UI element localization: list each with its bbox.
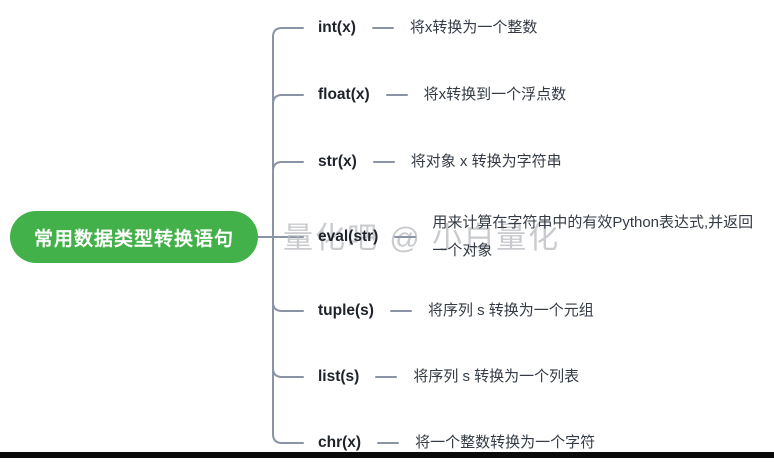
topic-row-list: list(s) 将序列 s 转换为一个列表 [318,363,579,391]
bottom-bar [0,452,774,458]
topic-desc-tuple[interactable]: 将序列 s 转换为一个元组 [427,302,594,319]
topic-desc-float[interactable]: 将x转换到一个浮点数 [423,86,567,103]
topic-label-tuple[interactable]: tuple(s) [318,302,374,319]
connector-dash [394,236,417,238]
link-float [272,94,304,238]
topic-desc-chr[interactable]: 将一个整数转换为一个字符 [415,434,596,451]
connector-dash [389,310,412,312]
topic-label-str[interactable]: str(x) [318,153,357,170]
topic-desc-list[interactable]: 将序列 s 转换为一个列表 [413,368,580,385]
topic-row-eval: eval(str) 用来计算在字符串中的有效Python表达式,并返回一个对象 [318,209,764,265]
link-chr [272,236,304,444]
topic-row-str: str(x) 将对象 x 转换为字符串 [318,148,562,176]
topic-label-chr[interactable]: chr(x) [318,434,362,451]
topic-row-int: int(x) 将x转换为一个整数 [318,14,537,42]
connector-dash [371,27,394,29]
link-int [272,27,304,238]
connector-dash [385,94,408,96]
topic-row-float: float(x) 将x转换到一个浮点数 [318,81,566,109]
topic-desc-eval[interactable]: 用来计算在字符串中的有效Python表达式,并返回一个对象 [432,214,754,259]
link-tuple [272,236,304,312]
link-str [272,161,304,238]
topic-row-tuple: tuple(s) 将序列 s 转换为一个元组 [318,297,594,325]
connector-dash [377,442,400,444]
connector-dash [375,376,398,378]
root-topic[interactable]: 常用数据类型转换语句 [10,211,258,263]
link-list [272,236,304,378]
topic-row-chr: chr(x) 将一个整数转换为一个字符 [318,429,595,457]
root-topic-label: 常用数据类型转换语句 [33,228,234,250]
topic-desc-str[interactable]: 将对象 x 转换为字符串 [410,153,562,170]
topic-label-int[interactable]: int(x) [318,19,356,36]
connector-dash [372,161,395,163]
topic-label-eval[interactable]: eval(str) [318,228,379,245]
topic-label-list[interactable]: list(s) [318,368,360,385]
topic-desc-int[interactable]: 将x转换为一个整数 [409,19,538,36]
topic-label-float[interactable]: float(x) [318,86,370,103]
